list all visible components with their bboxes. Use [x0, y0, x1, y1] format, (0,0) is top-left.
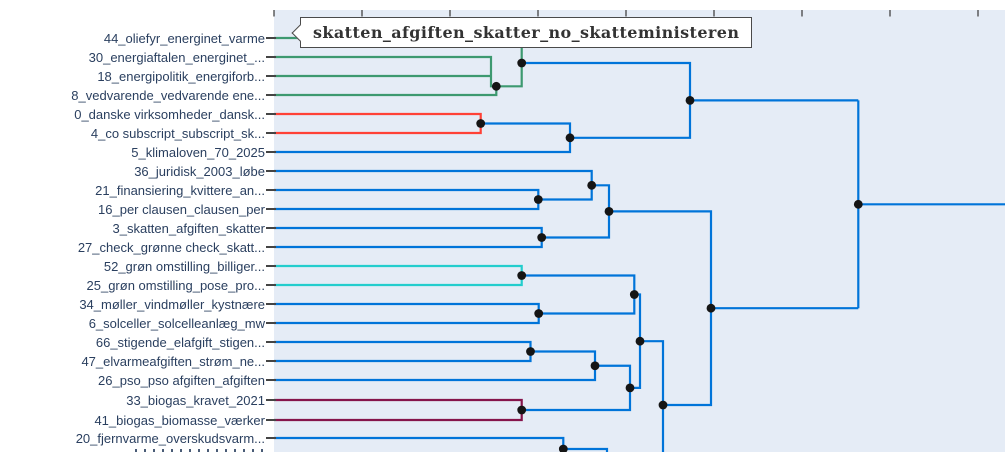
leaf-label-21[interactable]: 21_finansiering_kvittere_an... — [95, 182, 265, 198]
merge-node-dot[interactable] — [853, 199, 863, 209]
leaf-label-16[interactable]: 16_per clausen_clausen_per — [98, 201, 265, 217]
leaf-label-34[interactable]: 34_møller_vindmøller_kystnære — [79, 296, 265, 312]
y-axis-tick — [266, 322, 276, 324]
y-axis-tick — [266, 75, 276, 77]
y-axis-tick — [266, 37, 276, 39]
leaf-label-66[interactable]: 66_stigende_elafgift_stigen... — [95, 334, 265, 350]
merge-node-dot[interactable] — [517, 405, 527, 415]
merge-node-dot[interactable] — [706, 303, 716, 313]
y-axis-tick — [266, 360, 276, 362]
y-axis-tick — [266, 170, 276, 172]
y-axis-tick — [266, 56, 276, 58]
merge-node-dot[interactable] — [533, 195, 543, 204]
merge-node-dot[interactable] — [526, 347, 535, 356]
merge-node-dot[interactable] — [491, 81, 501, 91]
y-axis-tick — [266, 341, 276, 343]
merge-node-dot[interactable] — [590, 361, 600, 371]
merge-node-dot[interactable] — [635, 336, 645, 346]
leaf-label-0[interactable]: 0_danske virksomheder_dansk... — [74, 106, 265, 122]
y-axis-tick — [266, 303, 276, 305]
y-axis-tick — [266, 437, 276, 439]
merge-node-dot[interactable] — [625, 383, 635, 393]
dendrogram-link — [640, 340, 665, 452]
y-axis-tick — [266, 265, 276, 267]
leaf-label-47[interactable]: 47_elvarmeafgiften_strøm_ne... — [81, 353, 265, 369]
y-axis-tick — [266, 151, 276, 153]
leaf-label-6[interactable]: 6_solceller_solcelleanlæg_mw — [88, 315, 265, 331]
leaf-label-8[interactable]: 8_vedvarende_vedvarende ene... — [71, 87, 265, 103]
leaf-label-25[interactable]: 25_grøn omstilling_pose_pro... — [86, 277, 266, 293]
leaf-label-3[interactable]: 3_skatten_afgiften_skatter — [112, 220, 266, 236]
merge-node-dot[interactable] — [629, 290, 639, 299]
merge-node-dot[interactable] — [604, 207, 614, 216]
y-axis-tick — [266, 132, 276, 134]
leaf-label-30[interactable]: 30_energiaftalen_energinet_... — [88, 49, 265, 65]
leaf-label-27[interactable]: 27_check_grønne check_skatt... — [77, 239, 265, 255]
y-axis-tick — [266, 94, 276, 96]
merge-node-dot[interactable] — [537, 233, 547, 242]
y-axis-tick — [266, 379, 276, 381]
merge-node-dot[interactable] — [534, 309, 544, 318]
leaf-label-33[interactable]: 33_biogas_kravet_2021 — [126, 392, 265, 408]
y-axis-tick — [266, 419, 276, 421]
y-axis-tick — [266, 113, 276, 115]
merge-node-dot[interactable] — [565, 133, 575, 143]
leaf-label-5[interactable]: 5_klimaloven_70_2025 — [131, 144, 265, 160]
y-axis-tick — [266, 208, 276, 210]
merge-node-dot[interactable] — [658, 400, 668, 410]
leaf-label-4[interactable]: 4_co subscript_subscript_sk... — [90, 125, 265, 141]
merge-node-dot[interactable] — [558, 444, 568, 452]
leaf-label-36[interactable]: 36_juridisk_2003_løbe — [134, 163, 265, 179]
leaf-label-41[interactable]: 41_biogas_biomasse_værker — [94, 412, 265, 428]
merge-node-dot[interactable] — [517, 271, 527, 280]
merge-node-dot[interactable] — [476, 119, 486, 128]
leaf-label-52[interactable]: 52_grøn omstilling_billiger... — [103, 258, 265, 274]
leaf-label-26[interactable]: 26_pso_pso afgiften_afgiften — [98, 372, 265, 388]
dendrogram-link — [563, 447, 609, 452]
leaf-label-20[interactable]: 20_fjernvarme_overskudsvarm... — [75, 430, 265, 446]
clipped-bottom-row — [135, 449, 265, 452]
merge-node-dot[interactable] — [587, 180, 597, 190]
y-axis-tick — [266, 227, 276, 229]
tooltip-text: skatten_afgiften_skatter_no_skatteminist… — [313, 23, 740, 42]
leaf-label-18[interactable]: 18_energipolitik_energiforb... — [97, 68, 265, 84]
merge-node-dot[interactable] — [685, 96, 695, 105]
hover-tooltip: skatten_afgiften_skatter_no_skatteminist… — [291, 17, 753, 48]
merge-node-dot[interactable] — [517, 58, 527, 68]
leaf-label-44[interactable]: 44_oliefyr_energinet_varme — [103, 30, 265, 46]
y-axis-tick — [266, 399, 276, 401]
y-axis-tick — [266, 189, 276, 191]
y-axis-tick — [266, 246, 276, 248]
y-axis-tick — [266, 284, 276, 286]
